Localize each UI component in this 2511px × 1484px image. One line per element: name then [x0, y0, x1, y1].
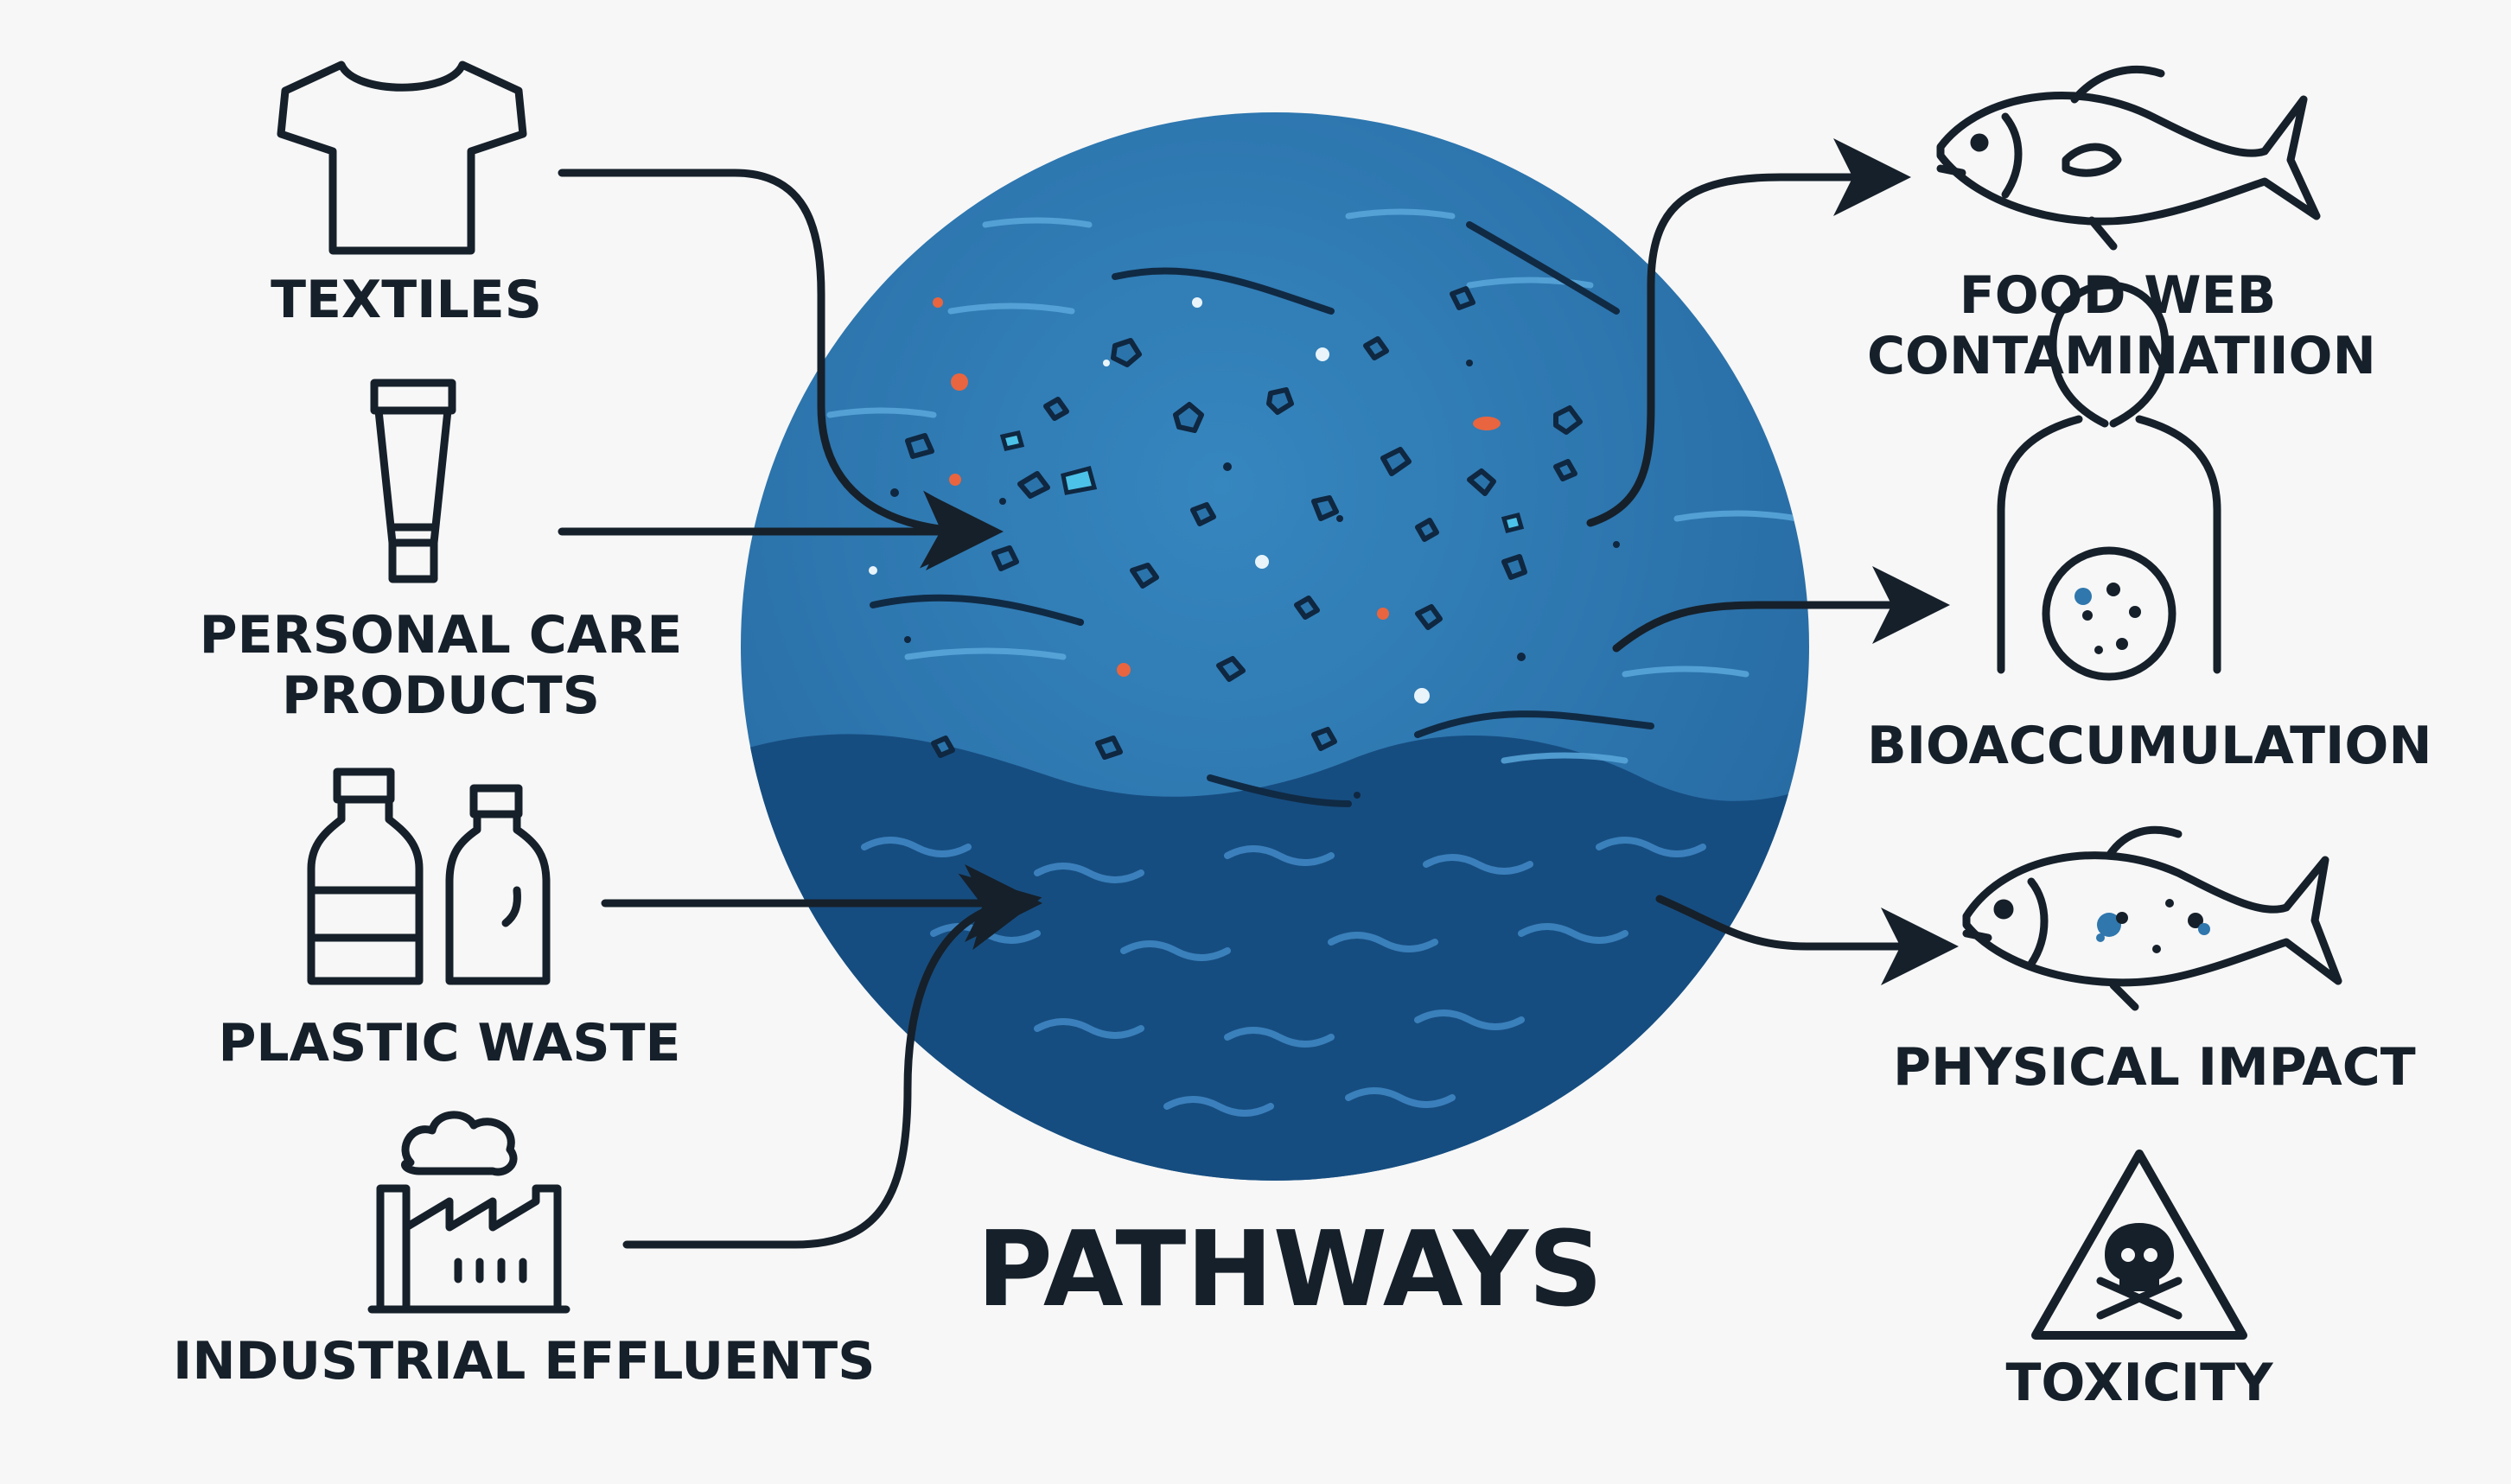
factory-icon: [367, 1111, 570, 1314]
label-line: PHYSICAL IMPACT: [1893, 1037, 2416, 1098]
label-food-web-contamination: FOOD WEB CONTAMINATIION: [1867, 265, 2376, 386]
label-physical-impact: PHYSICAL IMPACT: [1893, 1037, 2416, 1098]
diagram-title: PATHWAYS: [977, 1210, 1603, 1330]
label-personal-care-products: PERSONAL CARE PRODUCTS: [199, 605, 683, 726]
label-textiles: TEXTILES: [259, 270, 553, 330]
label-bioaccumulation: BIOACCUMULATION: [1867, 716, 2432, 776]
human-body-icon: [1997, 281, 2221, 681]
label-industrial-effluents: INDUSTRIAL EFFLUENTS: [173, 1331, 876, 1392]
label-line: CONTAMINATIION: [1867, 326, 2376, 386]
arrow-industrial-effluents: [622, 873, 1042, 1249]
label-line: FOOD WEB: [1959, 265, 2277, 326]
label-toxicity: TOXICITY: [1979, 1353, 2299, 1413]
skull-warning-icon: [2031, 1150, 2247, 1340]
label-line: BIOACCUMULATION: [1867, 716, 2432, 776]
label-line: PERSONAL CARE: [199, 605, 683, 666]
contaminated-fish-icon: [1962, 825, 2342, 1011]
deep-water-layer: [741, 734, 1809, 1181]
arrow-physical-impact: [1655, 895, 1959, 985]
t-shirt-icon: [277, 61, 527, 255]
plastic-bottles-icon: [307, 767, 551, 985]
label-line: PLASTIC WASTE: [218, 1013, 681, 1073]
label-plastic-waste: PLASTIC WASTE: [216, 1013, 683, 1073]
label-line: TEXTILES: [271, 270, 542, 330]
label-line: TOXICITY: [2005, 1353, 2273, 1413]
fish-icon: [1936, 65, 2321, 251]
label-line: PRODUCTS: [282, 666, 600, 726]
label-line: INDUSTRIAL EFFLUENTS: [173, 1331, 876, 1392]
arrow-textiles: [558, 169, 999, 569]
tube-icon: [370, 379, 456, 583]
arrow-food-web: [1586, 138, 1911, 527]
arrow-bioaccumulation: [1612, 566, 1950, 653]
ocean-circle: [741, 112, 1809, 1181]
